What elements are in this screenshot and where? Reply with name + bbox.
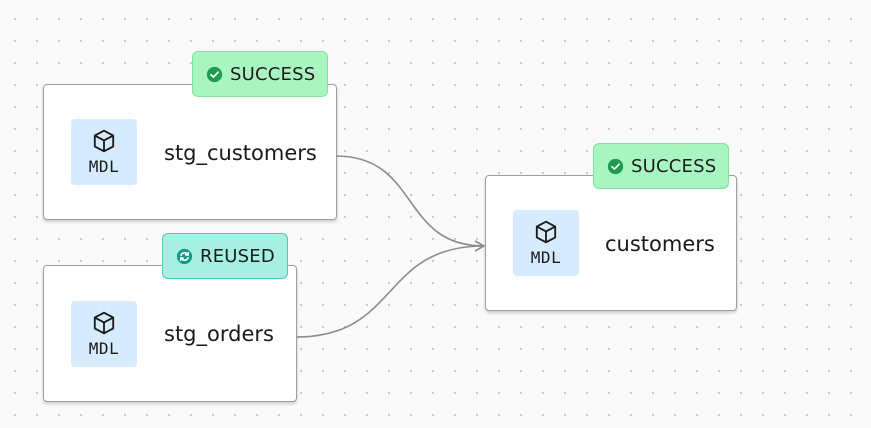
status-badge-reused: REUSED — [162, 233, 288, 279]
model-type-label: MDL — [88, 157, 120, 176]
status-label: SUCCESS — [631, 155, 717, 177]
model-type-label: MDL — [530, 248, 562, 267]
cube-icon — [535, 220, 557, 244]
model-type-tile: MDL — [71, 301, 137, 367]
check-circle-icon — [607, 158, 624, 174]
check-circle-icon — [206, 66, 223, 82]
model-node-customers[interactable]: MDL customers — [485, 175, 737, 311]
model-type-label: MDL — [88, 339, 120, 358]
status-label: SUCCESS — [230, 63, 316, 85]
status-badge-success: SUCCESS — [192, 51, 329, 97]
edge-stg-orders-to-customers[interactable] — [295, 245, 485, 338]
model-name: stg_customers — [164, 141, 317, 165]
cube-icon — [93, 129, 115, 153]
model-type-tile: MDL — [71, 119, 137, 185]
refresh-circle-icon — [176, 248, 193, 264]
model-node-stg-customers[interactable]: MDL stg_customers — [43, 84, 337, 220]
status-label: REUSED — [200, 245, 275, 267]
model-name: customers — [605, 232, 715, 256]
cube-icon — [93, 311, 115, 335]
model-node-stg-orders[interactable]: MDL stg_orders — [43, 265, 297, 402]
model-type-tile: MDL — [513, 210, 579, 276]
model-name: stg_orders — [164, 322, 274, 346]
edge-stg-customers-to-customers[interactable] — [335, 155, 486, 252]
status-badge-success: SUCCESS — [593, 143, 730, 189]
